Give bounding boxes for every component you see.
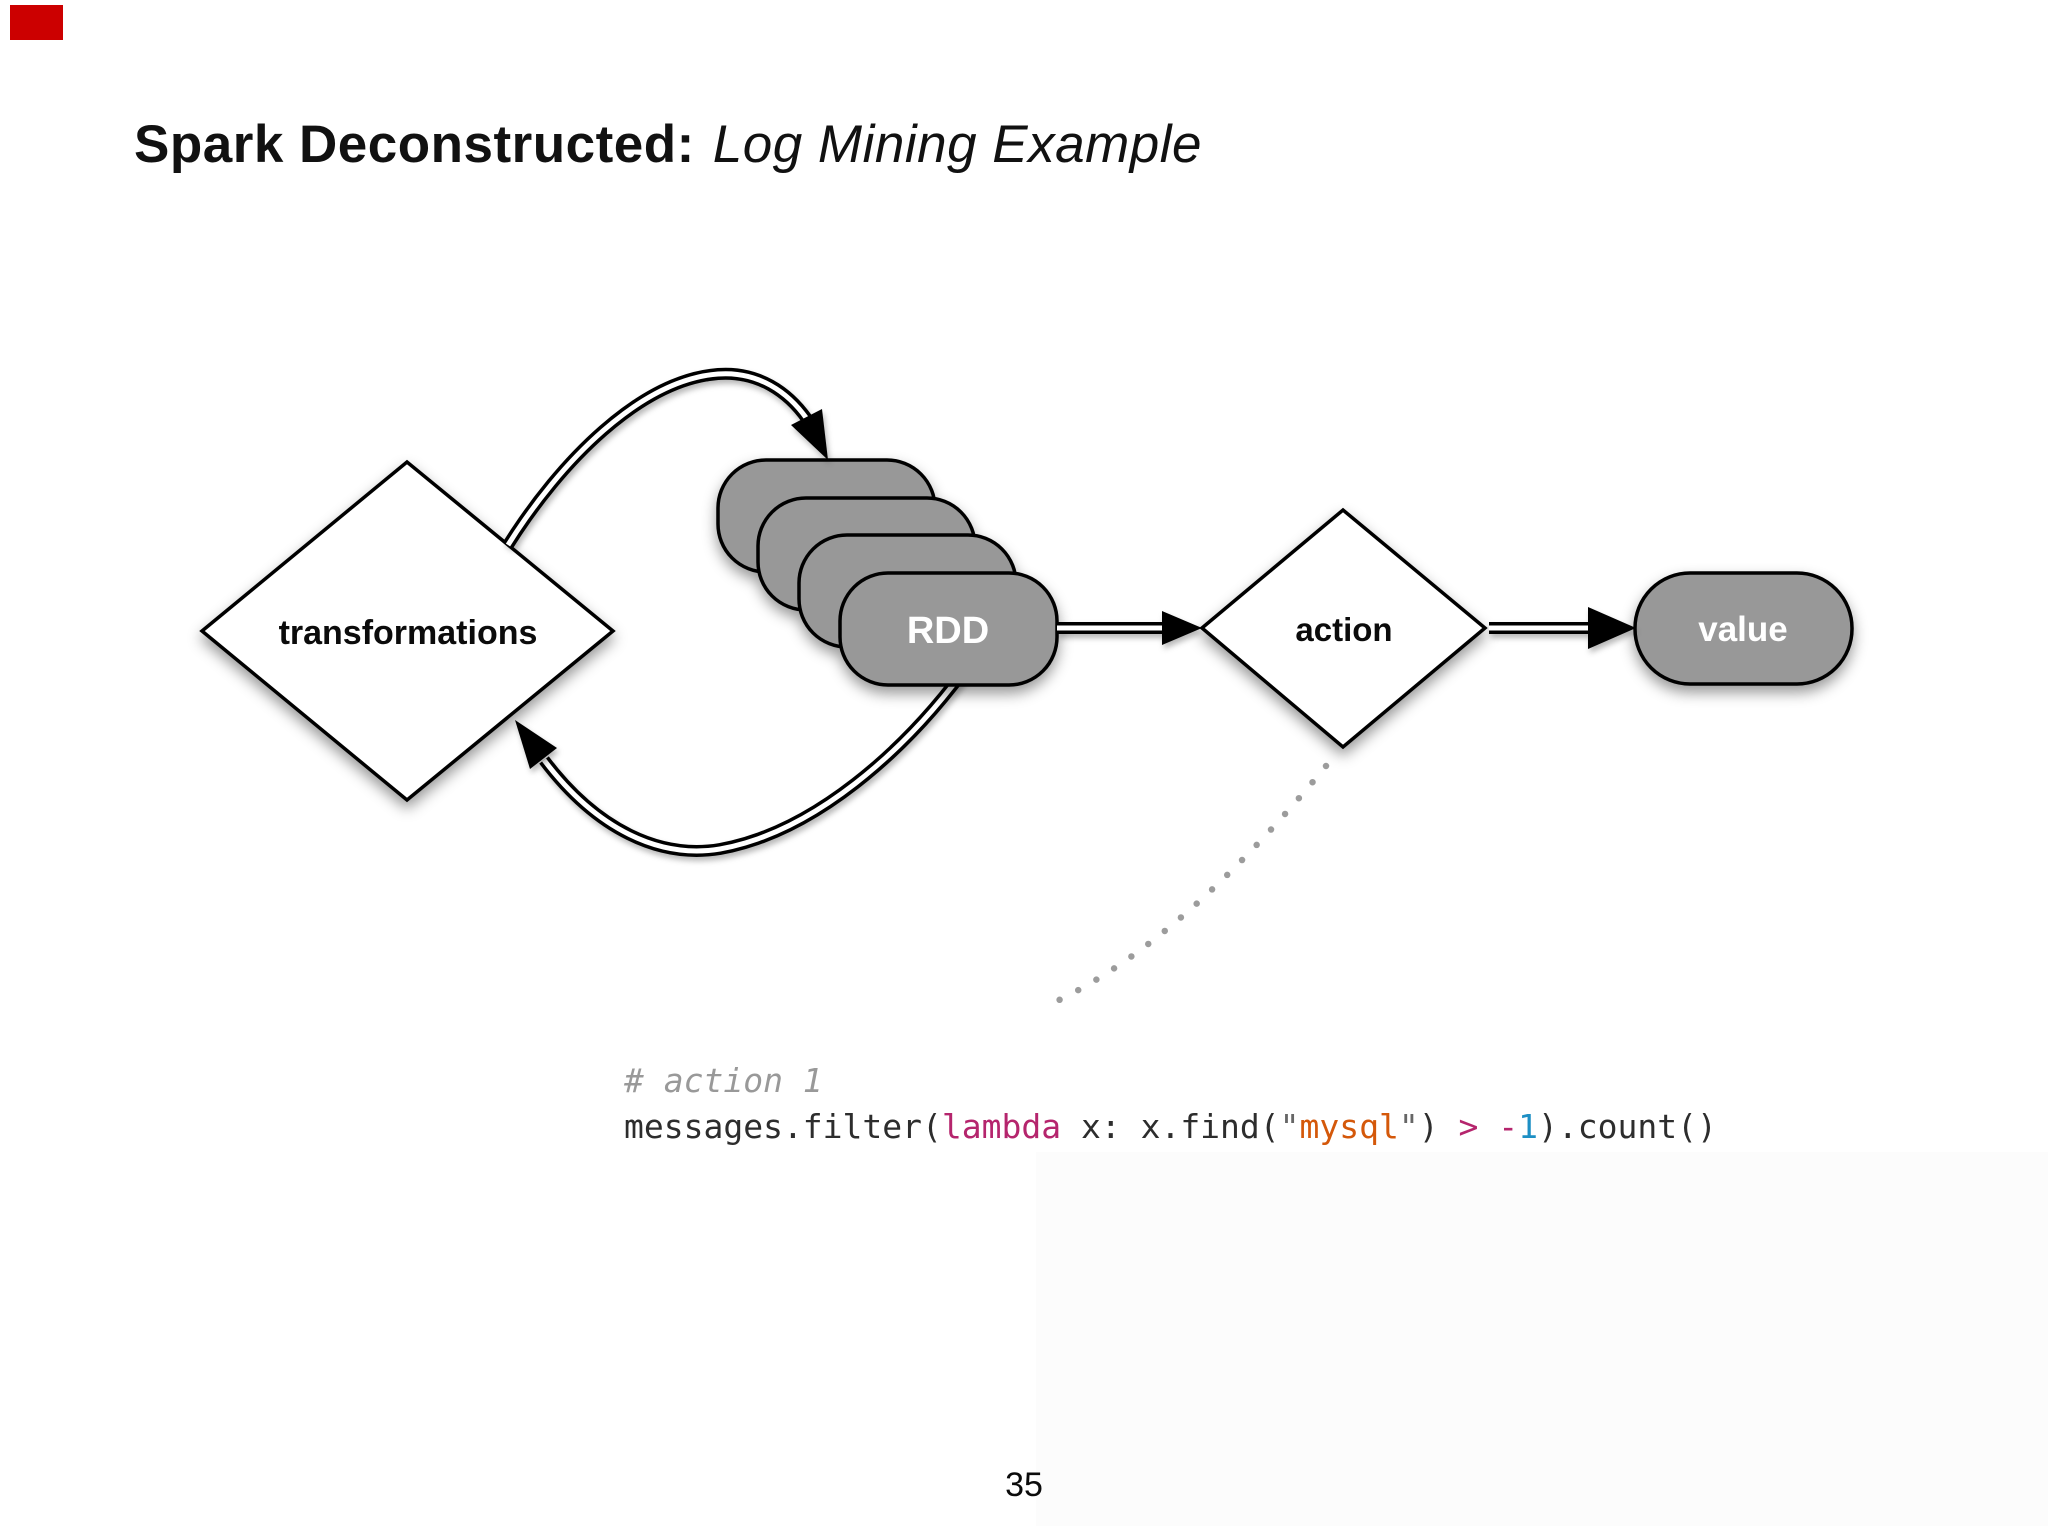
action-diamond: [1199, 507, 1488, 750]
faint-artifact-region: [1036, 1152, 2048, 1526]
arrowhead-into-rdd: [791, 409, 828, 460]
arrow-action-to-value: [1489, 607, 1636, 649]
rdd-stack: [716, 458, 1059, 687]
arrow-rdd-to-transformations: [539, 668, 968, 857]
arrowhead-into-value: [1588, 607, 1636, 649]
transformations-diamond: [199, 459, 616, 803]
code-token-string: mysql: [1299, 1107, 1399, 1146]
code-token-operator: -: [1498, 1107, 1519, 1146]
code-block: # action 1 messages.filter(lambda x: x.fi…: [624, 1058, 1717, 1150]
code-token-quote: ": [1398, 1107, 1419, 1146]
dotted-connector: [1040, 762, 1330, 1011]
action-label: action: [1295, 611, 1392, 648]
arrow-transformations-to-rdd: [502, 367, 828, 549]
code-token-plain: [1478, 1107, 1498, 1146]
arrowhead-into-transformations: [515, 720, 557, 769]
code-token-keyword: lambda: [941, 1107, 1062, 1146]
code-token-plain: x: x.find(: [1061, 1107, 1280, 1146]
code-line: messages.filter(lambda x: x.find("mysql"…: [624, 1104, 1717, 1150]
code-token-operator: >: [1458, 1107, 1479, 1146]
value-label: value: [1698, 610, 1788, 649]
page-number: 35: [1005, 1466, 1043, 1504]
arrow-rdd-to-action: [1057, 611, 1202, 645]
value-pill: [1633, 571, 1854, 686]
code-token-plain: messages.filter(: [624, 1107, 942, 1146]
code-token-number: 1: [1518, 1107, 1538, 1146]
code-token-plain: ): [1418, 1107, 1459, 1146]
code-comment: # action 1: [624, 1061, 823, 1100]
rdd-label: RDD: [907, 610, 989, 652]
recording-marker: [10, 5, 63, 40]
code-token-quote: ": [1279, 1107, 1300, 1146]
title-bold: Spark Deconstructed:: [134, 115, 695, 174]
code-token-plain: ).count(): [1538, 1107, 1717, 1146]
title-italic: Log Mining Example: [712, 115, 1202, 174]
arrowhead-into-action: [1162, 611, 1202, 645]
transformations-label: transformations: [279, 614, 538, 652]
page-title: Spark Deconstructed: Log Mining Example: [134, 115, 1202, 174]
